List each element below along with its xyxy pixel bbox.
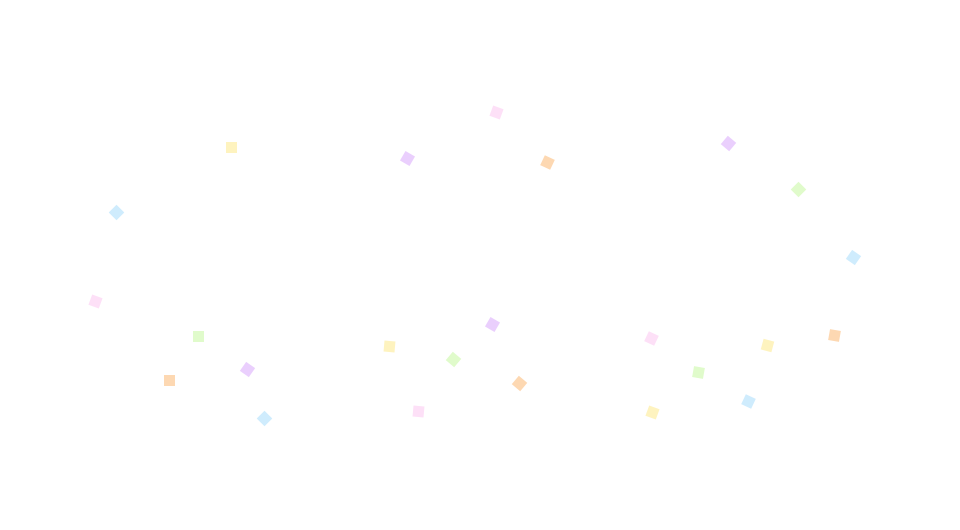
confetti-piece (720, 135, 736, 151)
confetti-piece (399, 150, 415, 166)
confetti-piece (760, 338, 774, 352)
confetti-piece (691, 365, 705, 379)
confetti-piece (225, 141, 237, 153)
confetti-piece (790, 181, 806, 197)
confetti-piece (163, 374, 175, 386)
confetti-piece (239, 361, 255, 377)
confetti-piece (644, 404, 660, 420)
confetti-piece (412, 405, 424, 417)
confetti-piece (108, 204, 124, 220)
confetti-piece (511, 375, 527, 391)
confetti-piece (192, 330, 204, 342)
confetti-piece (383, 340, 395, 352)
confetti-piece (539, 154, 555, 170)
confetti-piece (488, 104, 504, 120)
confetti-piece (740, 393, 756, 409)
confetti-piece (643, 330, 659, 346)
confetti-piece (256, 410, 272, 426)
confetti-piece (827, 328, 841, 342)
confetti-piece (484, 316, 500, 332)
confetti-piece (845, 249, 861, 265)
confetti-piece (445, 351, 461, 367)
confetti-piece (87, 293, 103, 309)
